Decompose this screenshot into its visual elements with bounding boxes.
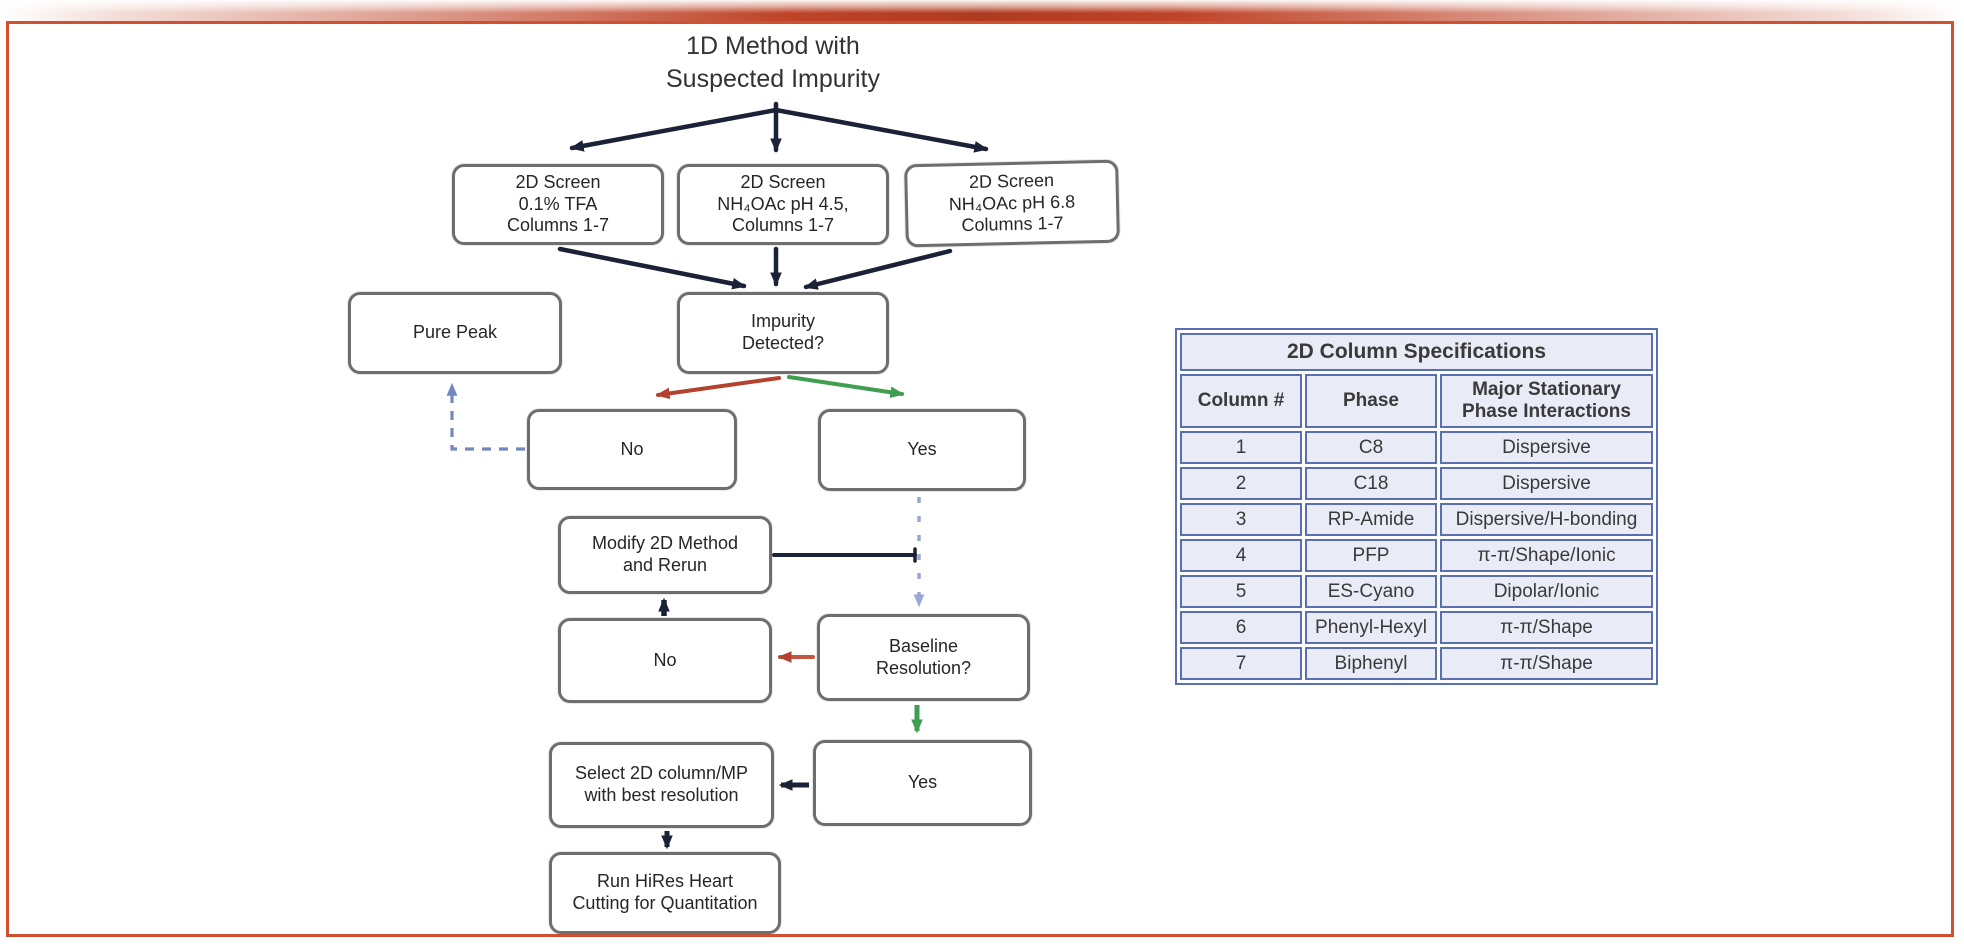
- cell-column-number: 2: [1180, 467, 1302, 500]
- table-row: 4 PFP π-π/Shape/Ionic: [1180, 539, 1653, 572]
- table-title: 2D Column Specifications: [1180, 333, 1653, 371]
- table-row: 7 Biphenyl π-π/Shape: [1180, 647, 1653, 680]
- node-run-hires-heart-cutting: Run HiRes Heart Cutting for Quantitation: [549, 852, 781, 934]
- table-row: 2 C18 Dispersive: [1180, 467, 1653, 500]
- cell-interactions: Dipolar/Ionic: [1440, 575, 1653, 608]
- node-baseline-yes: Yes: [813, 740, 1032, 826]
- cell-column-number: 6: [1180, 611, 1302, 644]
- cell-column-number: 3: [1180, 503, 1302, 536]
- cell-interactions: Dispersive: [1440, 467, 1653, 500]
- node-pure-peak: Pure Peak: [348, 292, 562, 374]
- cell-interactions: Dispersive: [1440, 431, 1653, 464]
- flowchart-title: 1D Method with Suspected Impurity: [666, 32, 880, 93]
- cell-phase: Biphenyl: [1305, 647, 1437, 680]
- cell-phase: Phenyl-Hexyl: [1305, 611, 1437, 644]
- node-baseline-no: No: [558, 618, 772, 703]
- table-title-row: 2D Column Specifications: [1180, 333, 1653, 371]
- cell-phase: ES-Cyano: [1305, 575, 1437, 608]
- node-impurity-no: No: [527, 409, 737, 490]
- header-column-number: Column #: [1180, 374, 1302, 428]
- top-gradient-bar: [0, 0, 1964, 22]
- header-interactions: Major Stationary Phase Interactions: [1440, 374, 1653, 428]
- node-baseline-resolution: Baseline Resolution?: [817, 614, 1030, 701]
- cell-phase: RP-Amide: [1305, 503, 1437, 536]
- header-phase: Phase: [1305, 374, 1437, 428]
- node-2d-screen-ph68: 2D Screen NH₄OAc pH 6.8 Columns 1-7: [904, 159, 1120, 248]
- node-select-2d-column: Select 2D column/MP with best resolution: [549, 742, 774, 828]
- cell-phase: PFP: [1305, 539, 1437, 572]
- node-2d-screen-ph45: 2D Screen NH₄OAc pH 4.5, Columns 1-7: [677, 164, 889, 245]
- table-row: 1 C8 Dispersive: [1180, 431, 1653, 464]
- column-specifications-table: 2D Column Specifications Column # Phase …: [1175, 328, 1658, 685]
- table-row: 6 Phenyl-Hexyl π-π/Shape: [1180, 611, 1653, 644]
- node-modify-2d-method: Modify 2D Method and Rerun: [558, 516, 772, 594]
- node-impurity-detected: Impurity Detected?: [677, 292, 889, 374]
- cell-interactions: Dispersive/H-bonding: [1440, 503, 1653, 536]
- table-row: 3 RP-Amide Dispersive/H-bonding: [1180, 503, 1653, 536]
- cell-interactions: π-π/Shape/Ionic: [1440, 539, 1653, 572]
- cell-column-number: 4: [1180, 539, 1302, 572]
- table-row: 5 ES-Cyano Dipolar/Ionic: [1180, 575, 1653, 608]
- table-header-row: Column # Phase Major Stationary Phase In…: [1180, 374, 1653, 428]
- cell-column-number: 5: [1180, 575, 1302, 608]
- node-2d-screen-tfa: 2D Screen 0.1% TFA Columns 1-7: [452, 164, 664, 245]
- cell-interactions: π-π/Shape: [1440, 647, 1653, 680]
- cell-phase: C18: [1305, 467, 1437, 500]
- cell-phase: C8: [1305, 431, 1437, 464]
- node-impurity-yes: Yes: [818, 409, 1026, 491]
- cell-column-number: 7: [1180, 647, 1302, 680]
- cell-interactions: π-π/Shape: [1440, 611, 1653, 644]
- cell-column-number: 1: [1180, 431, 1302, 464]
